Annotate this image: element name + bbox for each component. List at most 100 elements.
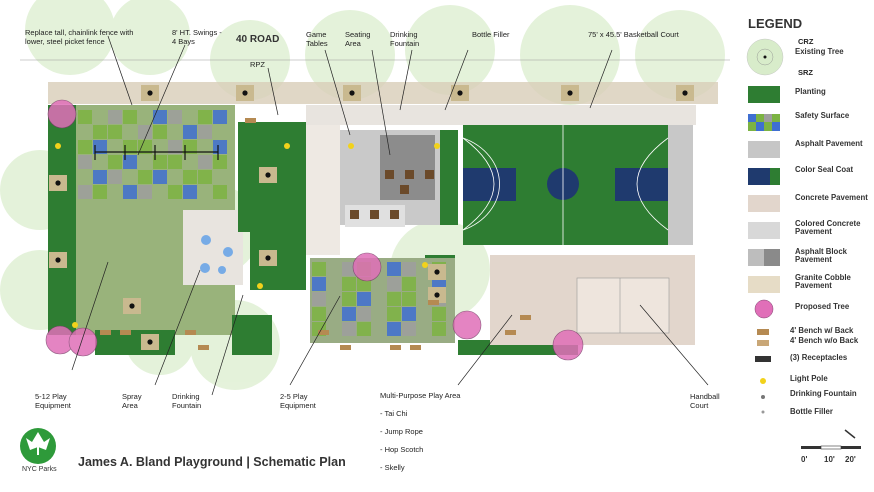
safety-tile xyxy=(387,307,401,321)
safety-tile xyxy=(123,185,137,199)
legend-crz: CRZ xyxy=(798,37,814,46)
safety-tile xyxy=(123,140,137,154)
tree-trunk xyxy=(349,90,355,96)
handball-callout: Handball Court xyxy=(690,392,720,410)
proposed-trees xyxy=(45,99,584,361)
safety-tile xyxy=(108,125,122,139)
multi-purpose-item: - Jump Rope xyxy=(380,427,423,436)
safety-tile xyxy=(153,155,167,169)
swing-frame xyxy=(94,145,219,160)
spray-jets xyxy=(200,235,233,274)
benches xyxy=(100,118,531,350)
safety-tile xyxy=(183,125,197,139)
fountain-top-callout: Drinking Fountain xyxy=(390,30,420,48)
legend-item-label: Concrete Pavement xyxy=(795,193,868,202)
safety-tile xyxy=(153,170,167,184)
game-table xyxy=(385,170,394,179)
safety-tile xyxy=(93,170,107,184)
safety-tile xyxy=(387,292,401,306)
bench xyxy=(100,330,111,335)
handball-area xyxy=(490,255,695,345)
safety-tile xyxy=(93,140,107,154)
leader-lines xyxy=(71,35,709,396)
multi-purpose-item: - Skelly xyxy=(380,463,405,472)
bench xyxy=(340,345,351,350)
safety-tile xyxy=(138,170,152,184)
safety-tile xyxy=(312,262,326,276)
safety-tile xyxy=(153,125,167,139)
safety-tile xyxy=(78,185,92,199)
basketball-court xyxy=(462,125,693,245)
bench xyxy=(185,330,196,335)
safety-tile xyxy=(123,110,137,124)
road-label: 40 ROAD xyxy=(236,34,280,45)
safety-tile xyxy=(402,262,416,276)
basketball-callout: 75' x 45.5' Basketball Court xyxy=(588,30,679,39)
bench xyxy=(318,330,329,335)
game-tables-callout: Game Tables xyxy=(306,30,328,48)
safety-tile xyxy=(213,140,227,154)
bench xyxy=(410,345,421,350)
safety-tile xyxy=(138,185,152,199)
seating-callout: Seating Area xyxy=(345,30,371,48)
safety-tile xyxy=(213,110,227,124)
spray-callout: Spray Area xyxy=(122,392,142,410)
bench xyxy=(198,345,209,350)
safety-tile xyxy=(342,307,356,321)
safety-tile xyxy=(432,322,446,336)
safety-tile xyxy=(402,322,416,336)
scale-label: 0' xyxy=(801,455,808,464)
fountain-bottom-callout: Drinking Fountain xyxy=(172,392,202,410)
tree-trunk xyxy=(242,90,248,96)
safety-tile xyxy=(213,155,227,169)
safety-tile xyxy=(108,110,122,124)
logo-text: NYC Parks xyxy=(22,466,57,473)
legend-item-label: Asphalt Block Pavement xyxy=(795,247,847,265)
safety-tile xyxy=(168,185,182,199)
concrete-path-top xyxy=(306,105,696,125)
legend-item-label: Granite Cobble Pavement xyxy=(795,273,851,291)
legend-item-label: Light Pole xyxy=(790,374,828,383)
safety-tile xyxy=(312,307,326,321)
legend-item-label: Planting xyxy=(795,87,826,96)
safety-tile xyxy=(198,110,212,124)
game-table xyxy=(350,210,359,219)
tree-trunk xyxy=(265,172,271,178)
safety-tile xyxy=(123,155,137,169)
safety-tile xyxy=(183,140,197,154)
fence-callout: Replace tall, chainlink fence with lower… xyxy=(25,28,134,46)
safety-tile xyxy=(168,140,182,154)
safety-tile xyxy=(108,170,122,184)
safety-tile xyxy=(387,277,401,291)
legend-item-label: Bottle Filler xyxy=(790,407,833,416)
plan-title: James A. Bland Playground | Schematic Pl… xyxy=(78,455,346,469)
sidewalk-strip xyxy=(48,82,718,104)
tree-trunk xyxy=(265,255,271,261)
legend-item-label: Colored Concrete Pavement xyxy=(795,219,861,237)
safety-tile xyxy=(183,170,197,184)
tree-trunk xyxy=(682,90,688,96)
legend-item-label: (3) Receptacles xyxy=(790,353,848,362)
tree-trunk xyxy=(457,90,463,96)
safety-tile xyxy=(138,140,152,154)
game-table xyxy=(390,210,399,219)
light-poles xyxy=(55,143,440,328)
safety-tile xyxy=(153,110,167,124)
safety-tile xyxy=(198,125,212,139)
safety-tile xyxy=(387,322,401,336)
bench xyxy=(390,345,401,350)
spray-area xyxy=(183,210,243,285)
safety-tile xyxy=(432,307,446,321)
game-table xyxy=(400,185,409,194)
legend-item-label: Proposed Tree xyxy=(795,302,850,311)
safety-tile xyxy=(198,155,212,169)
play-2-5-callout: 2-5 Play Equipment xyxy=(280,392,316,410)
scale-label: 10' xyxy=(824,455,835,464)
bench xyxy=(245,118,256,123)
tree-trunk xyxy=(55,180,61,186)
legend-item-label: 4' Bench w/o Back xyxy=(790,336,859,345)
safety-tile xyxy=(168,110,182,124)
safety-tile xyxy=(342,322,356,336)
safety-tile xyxy=(213,185,227,199)
safety-tile xyxy=(78,155,92,169)
